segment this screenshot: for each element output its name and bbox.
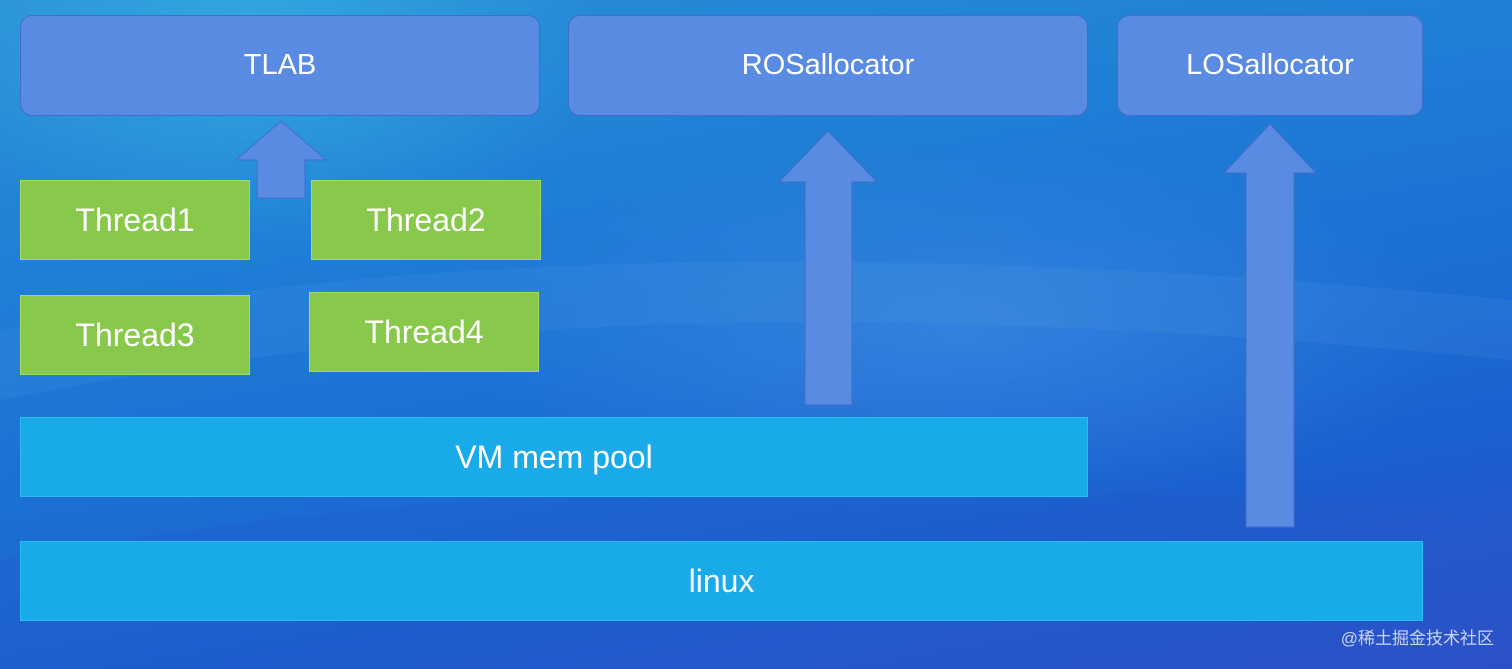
tlab-up-arrow [234, 120, 328, 199]
thread-label-2: Thread2 [366, 201, 486, 238]
ros-allocator-label: ROSallocator [741, 49, 915, 81]
los-allocator-box: LOSallocator [1117, 15, 1423, 116]
thread-label-3: Thread3 [75, 316, 195, 353]
thread-box-1: Thread1 [20, 180, 250, 260]
thread-label-4: Thread4 [364, 313, 484, 350]
los-allocator-label: LOSallocator [1186, 49, 1354, 81]
thread-label-1: Thread1 [75, 201, 195, 238]
ros-up-arrow [777, 130, 879, 406]
thread-box-4: Thread4 [309, 292, 539, 372]
vm-mem-pool-bar: VM mem pool [20, 417, 1088, 497]
vm-mem-pool-label: VM mem pool [455, 438, 653, 475]
watermark: @稀土掘金技术社区 [1340, 629, 1494, 648]
thread-box-3: Thread3 [20, 295, 250, 375]
thread-box-2: Thread2 [311, 180, 541, 260]
los-up-arrow [1222, 123, 1318, 528]
linux-bar: linux [20, 541, 1423, 621]
tlab-box: TLAB [20, 15, 540, 116]
linux-label: linux [688, 562, 755, 599]
ros-allocator-box: ROSallocator [568, 15, 1088, 116]
tlab-label: TLAB [243, 49, 317, 81]
